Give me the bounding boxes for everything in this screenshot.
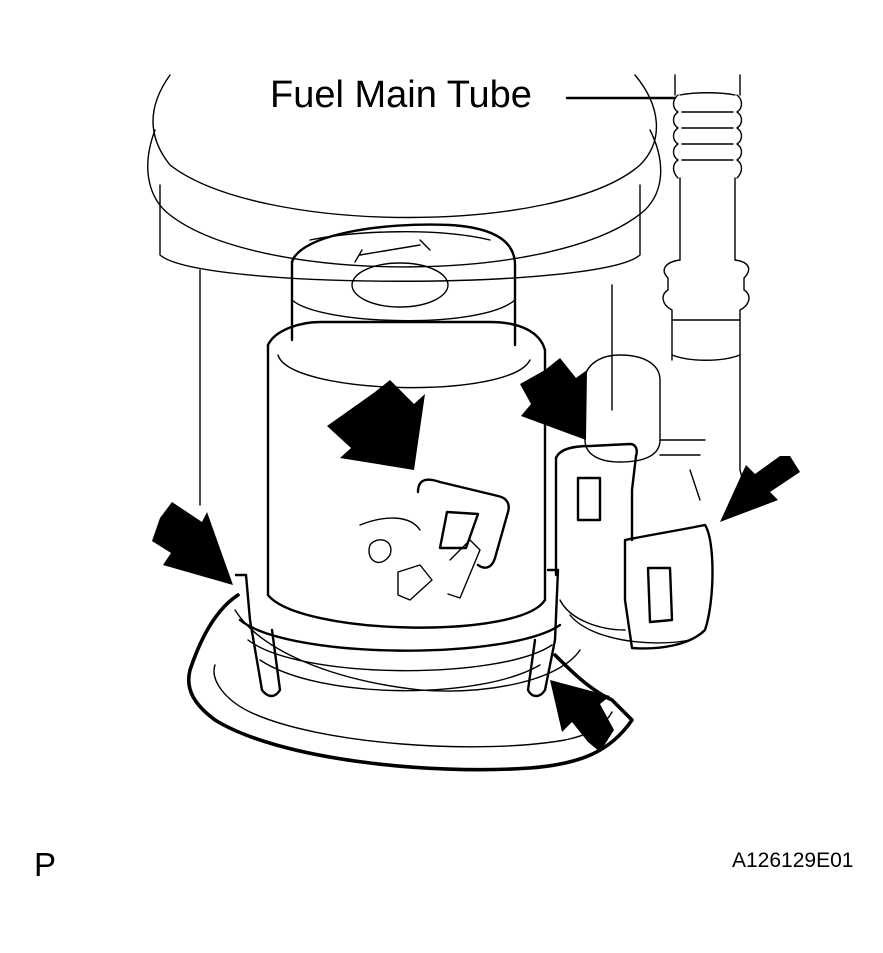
arrow-icon xyxy=(152,502,233,585)
fuel-main-tube-label: Fuel Main Tube xyxy=(270,74,532,116)
retainer-clips xyxy=(234,568,562,698)
corner-mark: P xyxy=(34,846,57,883)
arrow-icon xyxy=(520,358,587,440)
housing-cylinder xyxy=(147,74,662,506)
side-bracket xyxy=(554,354,714,650)
filter-case xyxy=(187,593,634,772)
pump-connector xyxy=(359,478,510,601)
figure-id: A126129E01 xyxy=(732,849,854,872)
arrow-icon xyxy=(550,680,614,752)
arrow-icon xyxy=(720,456,800,522)
arrows xyxy=(152,358,800,752)
arrow-icon xyxy=(327,380,425,470)
fuel-pump-body xyxy=(266,223,547,629)
